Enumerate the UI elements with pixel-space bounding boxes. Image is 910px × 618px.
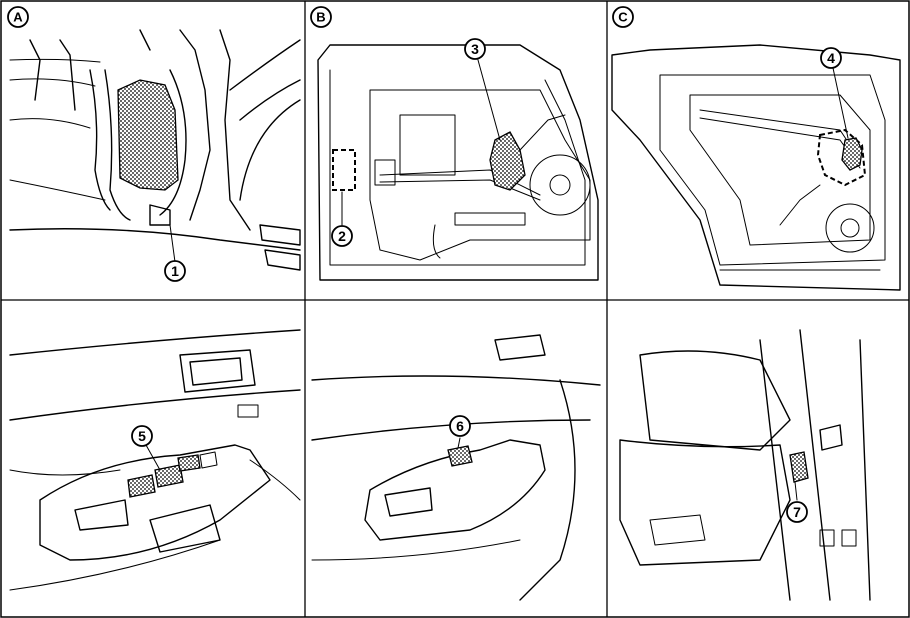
panel-label-b: B	[316, 10, 325, 25]
panel-label-c: C	[618, 10, 628, 25]
callout-6: 6	[449, 415, 471, 437]
callout-5: 5	[131, 425, 153, 447]
callout-2-label: 2	[338, 228, 346, 244]
panel-badge-c: C	[612, 6, 634, 28]
callout-6-label: 6	[456, 418, 464, 434]
panel-f-illustration	[619, 329, 871, 601]
panel-d-illustration	[9, 329, 301, 591]
callout-4-label: 4	[827, 50, 835, 66]
panel-a-illustration	[9, 29, 301, 271]
callout-3: 3	[464, 38, 486, 60]
callout-1-label: 1	[171, 263, 179, 279]
panel-e-illustration	[311, 334, 601, 601]
panel-c-illustration	[611, 44, 901, 291]
callout-1: 1	[164, 260, 186, 282]
panel-label-a: A	[13, 10, 23, 25]
callout-4: 4	[820, 47, 842, 69]
panel-b-illustration	[317, 44, 599, 281]
callout-7: 7	[786, 501, 808, 523]
panel-badge-a: A	[7, 6, 29, 28]
callout-3-label: 3	[471, 41, 479, 57]
callout-5-label: 5	[138, 428, 146, 444]
panel-badge-b: B	[310, 6, 332, 28]
callout-2: 2	[331, 225, 353, 247]
callout-7-label: 7	[793, 504, 801, 520]
